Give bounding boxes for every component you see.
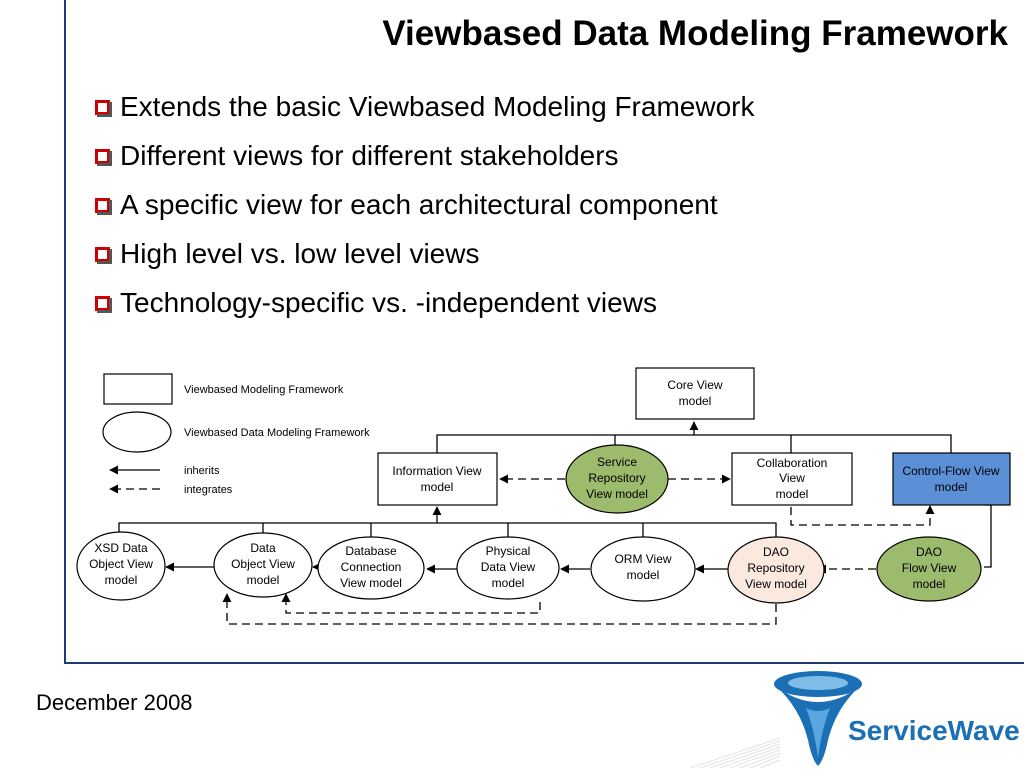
node-database-connection-view: Database Connection View model bbox=[317, 536, 425, 600]
svg-text:Collaboration: Collaboration bbox=[757, 456, 828, 470]
svg-text:View model: View model bbox=[340, 576, 402, 590]
bullet-text: A specific view for each architectural c… bbox=[120, 188, 718, 220]
node-service-repository-view: Service Repository View model bbox=[565, 444, 669, 514]
svg-text:Service: Service bbox=[597, 455, 637, 469]
svg-text:View model: View model bbox=[586, 487, 648, 501]
svg-text:model: model bbox=[105, 573, 138, 587]
legend-ellipse-shape bbox=[102, 411, 172, 453]
node-collaboration-view: Collaboration View model bbox=[731, 452, 853, 506]
node-dao-repository-view: DAO Repository View model bbox=[727, 536, 825, 604]
svg-text:model: model bbox=[679, 394, 712, 408]
svg-text:Data View: Data View bbox=[481, 560, 536, 574]
legend-rectangle-label: Viewbased Modeling Framework bbox=[184, 384, 344, 396]
bullet-text: Extends the basic Viewbased Modeling Fra… bbox=[120, 90, 755, 122]
svg-text:model: model bbox=[247, 573, 280, 587]
node-core-view: Core View model bbox=[635, 367, 755, 420]
bullet-item: Technology-specific vs. -independent vie… bbox=[95, 278, 754, 327]
bullet-item: Extends the basic Viewbased Modeling Fra… bbox=[95, 82, 754, 131]
svg-text:DAO: DAO bbox=[916, 545, 942, 559]
checkbox-bullet-icon bbox=[95, 149, 112, 166]
svg-text:Repository: Repository bbox=[588, 471, 645, 485]
servicewave-logo: ServiceWave bbox=[680, 668, 1020, 773]
node-information-view: Information View model bbox=[377, 452, 498, 506]
svg-text:Connection: Connection bbox=[341, 560, 402, 574]
svg-text:Object View: Object View bbox=[89, 557, 153, 571]
footer-date: December 2008 bbox=[36, 690, 193, 715]
node-xsd-data-object-view: XSD Data Object View model bbox=[76, 531, 166, 601]
svg-text:Control-Flow View: Control-Flow View bbox=[902, 464, 999, 478]
legend-ellipse-label: Viewbased Data Modeling Framework bbox=[184, 427, 370, 439]
checkbox-bullet-icon bbox=[95, 296, 112, 313]
bottom-row-arrows bbox=[165, 562, 728, 574]
bullet-text: High level vs. low level views bbox=[120, 237, 480, 269]
svg-text:View model: View model bbox=[745, 577, 807, 591]
svg-text:model: model bbox=[913, 577, 946, 591]
slide-frame bbox=[64, 0, 1024, 664]
legend: Viewbased Modeling Framework Viewbased D… bbox=[102, 373, 370, 496]
node-orm-view: ORM View model bbox=[590, 536, 696, 602]
svg-text:model: model bbox=[627, 568, 660, 582]
node-physical-data-view: Physical Data View model bbox=[456, 536, 560, 600]
svg-text:DAO: DAO bbox=[763, 545, 789, 559]
svg-text:Physical: Physical bbox=[486, 544, 531, 558]
legend-rectangle-shape bbox=[103, 373, 173, 405]
integration-connectors bbox=[222, 474, 931, 625]
svg-text:Flow View: Flow View bbox=[902, 561, 957, 575]
logo-graphic: ServiceWave bbox=[689, 671, 1020, 769]
svg-text:model: model bbox=[935, 480, 968, 494]
bullet-item: A specific view for each architectural c… bbox=[95, 180, 754, 229]
svg-text:model: model bbox=[776, 487, 809, 501]
svg-text:Core View: Core View bbox=[667, 378, 722, 392]
checkbox-bullet-icon bbox=[95, 198, 112, 215]
slide-title: Viewbased Data Modeling Framework bbox=[382, 14, 1008, 53]
svg-text:Repository: Repository bbox=[747, 561, 804, 575]
bullet-item: High level vs. low level views bbox=[95, 229, 754, 278]
svg-text:Information View: Information View bbox=[392, 464, 481, 478]
svg-text:View: View bbox=[779, 471, 805, 485]
bullet-text: Different views for different stakeholde… bbox=[120, 139, 619, 171]
checkbox-bullet-icon bbox=[95, 247, 112, 264]
logo-text: ServiceWave bbox=[848, 715, 1020, 746]
svg-text:model: model bbox=[492, 576, 525, 590]
svg-text:Object View: Object View bbox=[231, 557, 295, 571]
legend-integrates-label: integrates bbox=[184, 484, 233, 496]
node-dao-flow-view: DAO Flow View model bbox=[876, 536, 982, 602]
bullet-text: Technology-specific vs. -independent vie… bbox=[120, 286, 657, 318]
svg-text:model: model bbox=[421, 480, 454, 494]
bullet-item: Different views for different stakeholde… bbox=[95, 131, 754, 180]
node-data-object-view: Data Object View model bbox=[213, 532, 313, 598]
svg-text:Database: Database bbox=[345, 544, 397, 558]
svg-text:XSD Data: XSD Data bbox=[94, 541, 148, 555]
svg-text:Data: Data bbox=[250, 541, 276, 555]
svg-text:ORM View: ORM View bbox=[614, 552, 671, 566]
checkbox-bullet-icon bbox=[95, 100, 112, 117]
bullet-list: Extends the basic Viewbased Modeling Fra… bbox=[95, 82, 754, 327]
node-control-flow-view: Control-Flow View model bbox=[892, 452, 1011, 506]
legend-inherits-label: inherits bbox=[184, 465, 220, 477]
